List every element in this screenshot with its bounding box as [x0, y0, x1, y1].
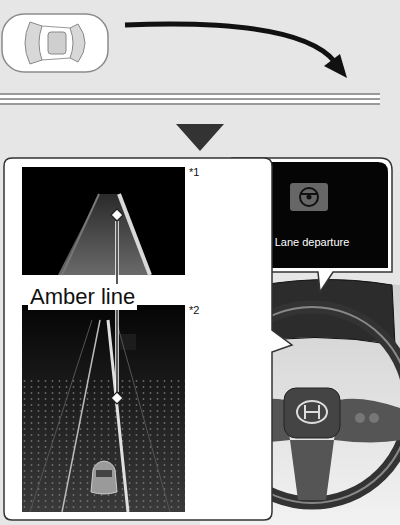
car-top-view [2, 14, 108, 72]
meter-screen [22, 167, 185, 275]
footnote-mark: *1 [189, 166, 199, 178]
footnote-mark: *2 [189, 304, 199, 316]
lane-marking [0, 93, 380, 105]
head-up-screen [22, 305, 185, 512]
down-arrow [176, 124, 224, 151]
part-label: Amber line [28, 284, 137, 310]
screen-message: Lane departure [236, 162, 388, 248]
display-screen: Lane departure [236, 162, 388, 268]
screen-callout [4, 158, 292, 520]
drift-arrow [125, 24, 347, 78]
